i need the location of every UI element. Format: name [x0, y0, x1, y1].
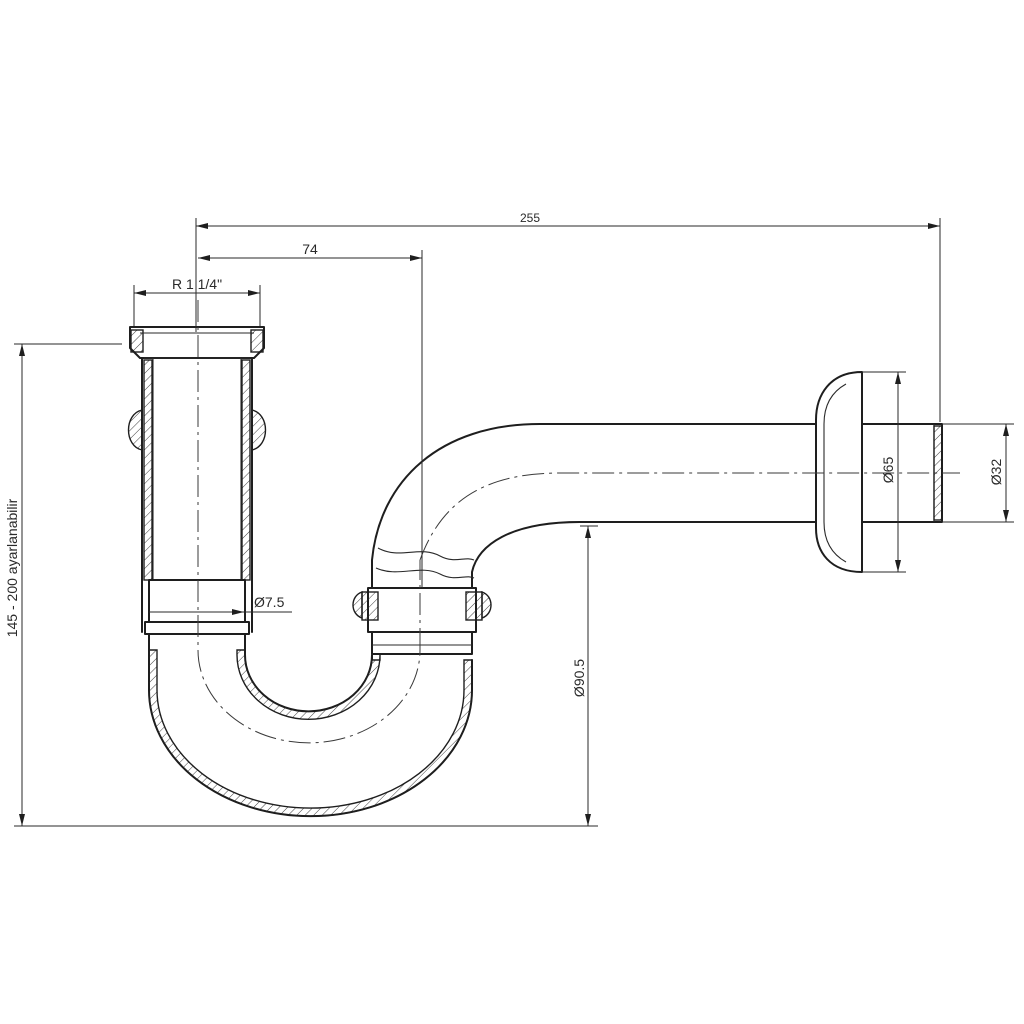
center-lines — [197, 300, 960, 744]
label-wall-thickness: Ø7.5 — [254, 594, 285, 610]
label-inlet-offset: 74 — [302, 241, 318, 257]
label-flange-diameter: Ø65 — [880, 457, 896, 484]
wall-flange — [815, 371, 863, 573]
outlet-elbow-inner — [471, 521, 817, 589]
inlet-sleeve — [148, 579, 246, 623]
u-bend-outer — [148, 633, 473, 818]
dimension-labels: 255 74 R 1 1/4" 145 - 200 ayarlanabilir … — [4, 211, 1004, 697]
inlet-grip-right — [251, 409, 267, 451]
outlet-nut — [367, 587, 477, 633]
trap-body — [127, 326, 943, 818]
label-overall-length: 255 — [520, 211, 540, 225]
label-outlet-diameter: Ø32 — [988, 459, 1004, 486]
label-height-adjustable: 145 - 200 ayarlanabilir — [4, 498, 20, 637]
inlet-cap-seal-right — [250, 329, 264, 353]
label-outlet-height: Ø90.5 — [571, 659, 587, 697]
inlet-cap — [129, 326, 265, 359]
outlet-elbow-outer — [371, 423, 817, 589]
label-thread-size: R 1 1/4" — [172, 276, 222, 292]
inlet-grip-left — [127, 409, 143, 451]
dimension-lines — [14, 218, 1014, 827]
inlet-cap-seal-left — [130, 329, 144, 353]
